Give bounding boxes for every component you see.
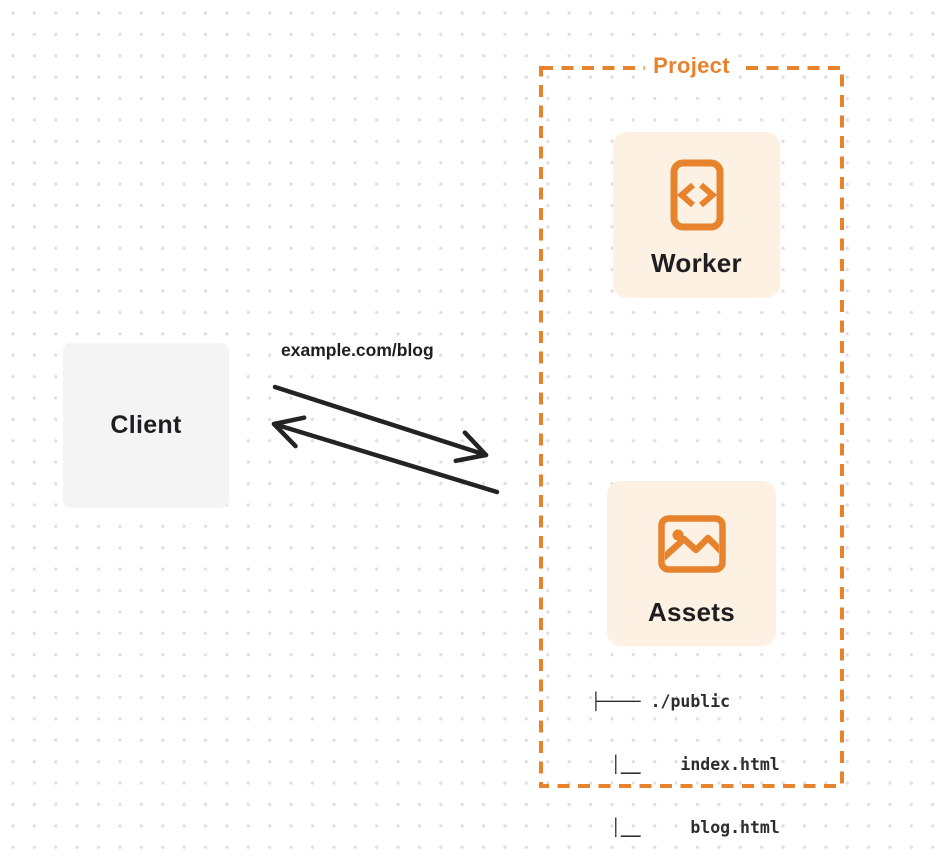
assets-node: Assets [607, 481, 776, 646]
assets-label: Assets [647, 597, 736, 627]
tree-line-index: │__ index.html [591, 755, 780, 774]
project-label: Project [644, 53, 739, 79]
image-icon [657, 515, 726, 573]
client-node: Client [63, 343, 229, 508]
client-label: Client [110, 411, 182, 439]
code-icon [670, 159, 723, 231]
tree-line-blog: │__ blog.html [591, 818, 780, 837]
worker-label: Worker [651, 248, 742, 278]
tree-line-public: ├──── ./public [591, 692, 731, 711]
worker-node: Worker [613, 132, 780, 298]
assets-file-tree: ├──── ./public │__ index.html │__ blog.h… [591, 649, 780, 860]
response-arrow [271, 415, 500, 495]
project-group: Project Worker [539, 53, 844, 837]
assets-icon-wrap [657, 507, 726, 581]
request-url-label: example.com/blog [281, 340, 434, 360]
request-arrow [272, 384, 489, 464]
worker-icon-wrap [670, 158, 724, 232]
